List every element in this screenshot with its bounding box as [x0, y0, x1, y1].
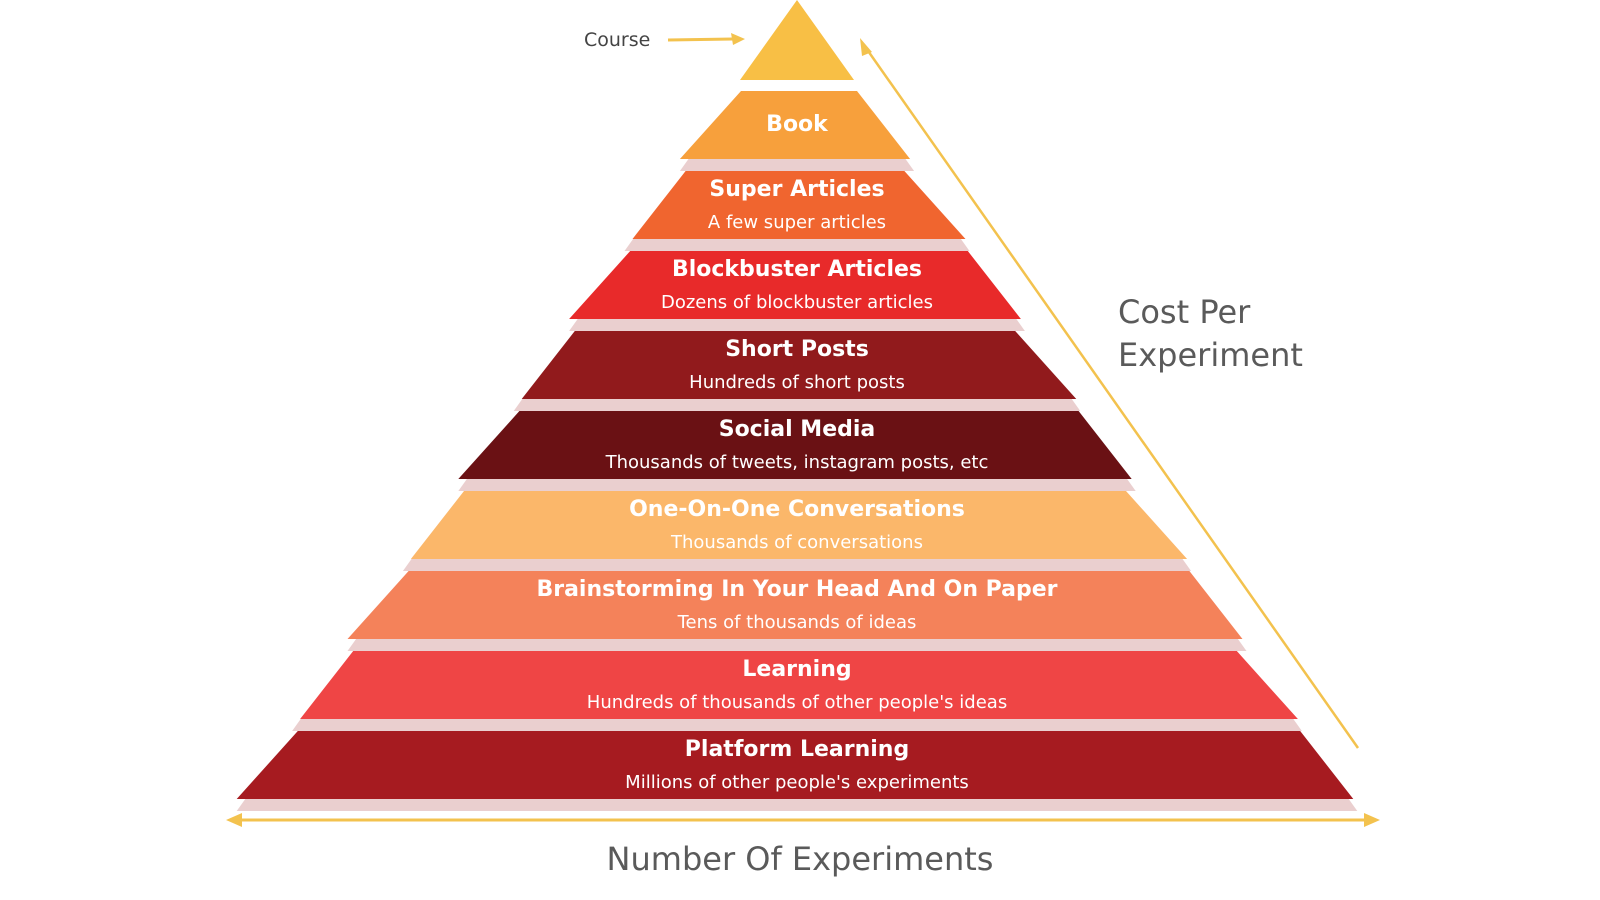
- tier-title: Blockbuster Articles: [672, 257, 922, 282]
- tier-title: Short Posts: [725, 337, 869, 362]
- tier-subtitle: Hundreds of thousands of other people's …: [587, 692, 1007, 713]
- tier-subtitle: A few super articles: [708, 212, 886, 233]
- tier-band-3: [569, 251, 1021, 319]
- tier-band-8: [300, 651, 1298, 719]
- tier-title: One-On-One Conversations: [629, 497, 965, 522]
- cost-arrow: [860, 38, 1360, 749]
- tier-shadow: [569, 317, 1025, 331]
- experiments-arrow: [226, 813, 1380, 827]
- tier-title: Learning: [742, 657, 851, 682]
- tier-shadow: [236, 797, 1358, 811]
- tier-subtitle: Millions of other people's experiments: [625, 772, 969, 793]
- tier-shadow: [624, 237, 970, 251]
- tier-title: Brainstorming In Your Head And On Paper: [536, 577, 1057, 602]
- tier-band-2: [632, 171, 966, 239]
- cost-label-line1: Cost Per: [1118, 293, 1251, 331]
- tier-shadow: [402, 557, 1192, 571]
- tier-shadow: [513, 397, 1081, 411]
- tier-band-9: [236, 731, 1354, 799]
- tier-subtitle: Thousands of conversations: [670, 532, 923, 553]
- tier-band-5: [458, 411, 1132, 479]
- tier-title: Social Media: [719, 417, 876, 442]
- tier-title: Platform Learning: [685, 737, 909, 762]
- cost-label-line2: Experiment: [1118, 336, 1303, 374]
- tier-band-4: [521, 331, 1077, 399]
- course-label: Course: [584, 29, 650, 51]
- tier-shadow: [292, 717, 1302, 731]
- apex-triangle-course: [740, 0, 854, 80]
- tier-subtitle: Thousands of tweets, instagram posts, et…: [605, 452, 989, 473]
- tier-title: Super Articles: [709, 177, 884, 202]
- tier-subtitle: Dozens of blockbuster articles: [661, 292, 933, 313]
- tier-subtitle: Hundreds of short posts: [689, 372, 905, 393]
- tier-shadow: [679, 157, 915, 171]
- tier-shadow: [458, 477, 1136, 491]
- tier-subtitle: Tens of thousands of ideas: [677, 612, 917, 633]
- tier-shadow: [347, 637, 1247, 651]
- tier-band-7: [347, 571, 1243, 639]
- tier-band-1: [679, 91, 911, 159]
- tier-band-6: [410, 491, 1188, 559]
- tier-title: Book: [766, 112, 829, 137]
- experiments-label: Number Of Experiments: [607, 840, 994, 878]
- course-arrow: [667, 33, 745, 45]
